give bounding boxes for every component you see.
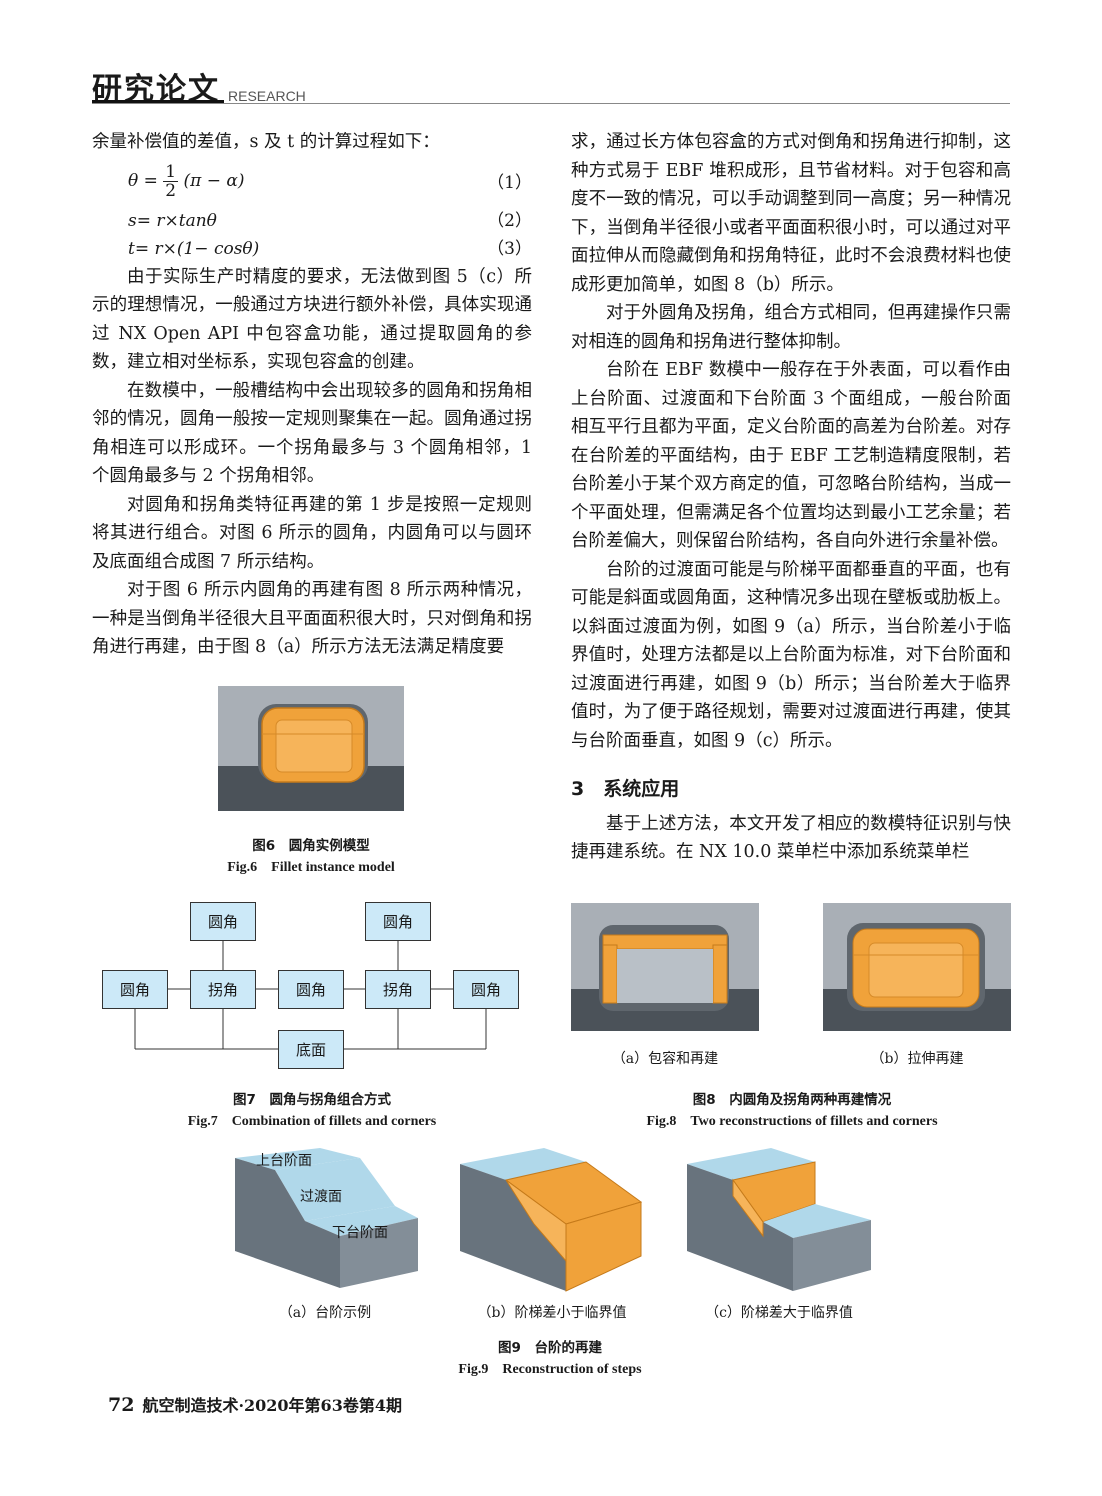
fig6-fillet-model-image	[218, 686, 404, 811]
fig7-box-fillet: 圆角	[102, 970, 168, 1009]
right-column: 求，通过长方体包容盒的方式对倒角和拐角进行抑制，这种方式易于 EBF 堆积成形，…	[571, 128, 1011, 867]
fig7-box-bottom: 底面	[278, 1030, 344, 1069]
fig9a-label-upper-step: 上台阶面	[256, 1153, 312, 1169]
fig8b-subcaption: （b）拉伸再建	[870, 1051, 964, 1067]
fig9b-image	[460, 1148, 643, 1292]
fig6-caption-en: Fig.6 Fillet instance model	[227, 860, 395, 875]
equation-2: s= r×tanθ （2）	[92, 207, 532, 235]
fig7-connector-lines	[134, 940, 487, 1050]
fig8a-image	[571, 903, 759, 1031]
fig9c-subcaption: （c）阶梯差大于临界值	[705, 1305, 853, 1321]
paragraph: 基于上述方法，本文开发了相应的数模特征识别与快捷再建系统。在 NX 10.0 菜…	[571, 813, 1011, 863]
fig7-box-corner: 拐角	[365, 970, 431, 1009]
header-rule	[92, 103, 1010, 104]
paragraph: 对于外圆角及拐角，组合方式相同，但再建操作只需对相连的圆角和拐角进行整体抑制。	[571, 303, 1011, 352]
section-heading: 3 系统应用	[571, 778, 680, 800]
fig7-caption-cn: 图7 圆角与拐角组合方式	[233, 1092, 391, 1108]
fig9a-label-lower-step: 下台阶面	[332, 1225, 388, 1241]
paragraph: 台阶的过渡面可能是与阶梯平面都垂直的平面，也有可能是斜面或圆角面，这种情况多出现…	[571, 559, 1011, 751]
fig9b-subcaption: （b）阶梯差小于临界值	[477, 1305, 627, 1321]
intro-line: 余量补偿值的差值，s 及 t 的计算过程如下：	[92, 132, 440, 152]
fig8b-image	[823, 903, 1011, 1031]
fig9-caption-cn: 图9 台阶的再建	[498, 1340, 602, 1356]
page-footer: 72 航空制造技术·2020年第63卷第4期	[108, 1392, 402, 1416]
section-header-subtitle: RESEARCH	[228, 88, 306, 104]
fig9a-label-transition: 过渡面	[300, 1189, 342, 1205]
paragraph: 求，通过长方体包容盒的方式对倒角和拐角进行抑制，这种方式易于 EBF 堆积成形，…	[571, 132, 1011, 295]
fig7-box-fillet: 圆角	[365, 902, 431, 941]
fig7-box-corner: 拐角	[190, 970, 256, 1009]
header-rule-thick	[92, 100, 224, 104]
fig9-caption-en: Fig.9 Reconstruction of steps	[458, 1362, 642, 1377]
fig8a-subcaption: （a）包容和再建	[611, 1051, 719, 1067]
fig8-caption-en: Fig.8 Two reconstructions of fillets and…	[646, 1114, 938, 1129]
paragraph: 在数模中，一般槽结构中会出现较多的圆角和拐角相邻的情况，圆角一般按一定规则聚集在…	[92, 380, 532, 487]
equation-number: （1）	[487, 172, 532, 193]
fig9c-image	[687, 1148, 871, 1291]
paragraph: 台阶在 EBF 数模中一般存在于外表面，可以看作由上台阶面、过渡面和下台阶面 3…	[571, 360, 1011, 551]
fig9a-subcaption: （a）台阶示例	[278, 1305, 372, 1321]
fig6-caption-cn: 图6 圆角实例模型	[252, 838, 370, 854]
equation-3: t= r×(1− cosθ) （3）	[92, 235, 532, 263]
fig7-box-fillet: 圆角	[190, 902, 256, 941]
equation-number: （2）	[487, 210, 532, 231]
fig7-box-fillet: 圆角	[453, 970, 519, 1009]
fig9a-step-image	[235, 1148, 418, 1288]
equation-number: （3）	[487, 238, 532, 259]
journal-info: 航空制造技术·2020年第63卷第4期	[142, 1396, 402, 1415]
page-number: 72	[108, 1394, 135, 1416]
fig7-caption-en: Fig.7 Combination of fillets and corners	[187, 1114, 437, 1129]
paragraph: 由于实际生产时精度的要求，无法做到图 5（c）所示的理想情况，一般通过方块进行额…	[92, 266, 532, 373]
fig8-caption-cn: 图8 内圆角及拐角两种再建情况	[692, 1092, 892, 1108]
paragraph: 对圆角和拐角类特征再建的第 1 步是按照一定规则将其进行组合。对图 6 所示的圆…	[92, 494, 532, 572]
fig7-box-fillet: 圆角	[278, 970, 344, 1009]
paragraph: 对于图 6 所示内圆角的再建有图 8 所示两种情况，一种是当倒角半径很大且平面面…	[92, 580, 532, 657]
